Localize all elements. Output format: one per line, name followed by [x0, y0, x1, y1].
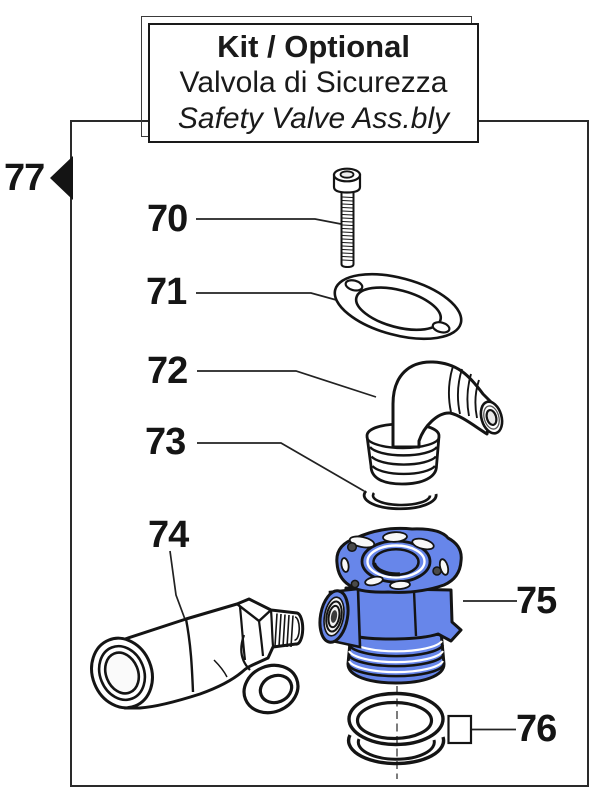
part-76-o-rings	[346, 686, 473, 779]
part-71-gasket	[333, 272, 463, 341]
leader-lines	[169, 218, 517, 731]
leader-70	[196, 218, 342, 225]
part-label-70: 70	[147, 198, 188, 240]
subtitle-italian: Valvola di Sicurezza	[179, 66, 448, 99]
leader-71	[196, 292, 341, 302]
part-label-76: 76	[516, 708, 557, 750]
leader-74	[169, 550, 187, 623]
leader-72	[197, 370, 377, 398]
part-70-screw	[332, 167, 362, 269]
part-76-marker-box	[447, 714, 473, 745]
leader-73	[197, 442, 365, 492]
title-box: Kit / Optional Valvola di Sicurezza Safe…	[148, 23, 479, 143]
kit-title: Kit / Optional	[217, 29, 410, 64]
part-72-elbow-fitting	[365, 360, 504, 486]
part-75-valve-manifold-highlighted	[318, 526, 463, 685]
part-label-73: 73	[145, 421, 186, 463]
part-label-71: 71	[146, 271, 187, 313]
part-label-72: 72	[147, 350, 188, 392]
part-73-o-ring	[362, 490, 438, 511]
part-label-77: 77	[4, 157, 45, 199]
subtitle-english: Safety Valve Ass.bly	[177, 102, 450, 135]
part-74-valve-body	[90, 597, 305, 715]
part-label-75: 75	[516, 580, 557, 622]
part-label-74: 74	[148, 514, 189, 556]
kit-arrow-marker	[50, 156, 73, 200]
